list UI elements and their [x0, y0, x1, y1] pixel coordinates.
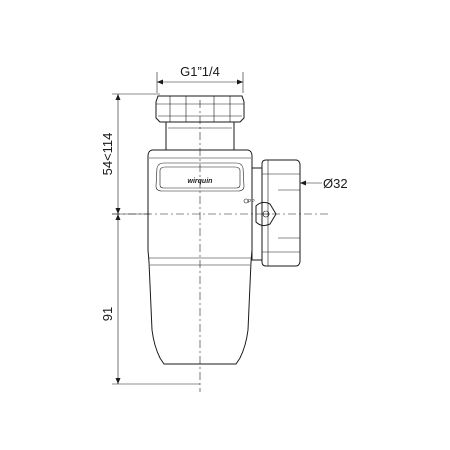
thread-label: G1”1/4	[180, 64, 220, 79]
outlet-clip	[255, 201, 277, 227]
material-marking: PP	[248, 199, 255, 205]
inlet-tube	[165, 122, 235, 150]
diameter-label: Ø32	[323, 176, 348, 191]
brand-logo: wirquin	[188, 178, 213, 185]
thread-dimension: G1”1/4	[156, 64, 244, 93]
outlet-nut	[251, 159, 301, 267]
marking-circle	[243, 198, 249, 204]
height-lower-label: 91	[100, 307, 115, 321]
height-dimensions: 54<114 91	[100, 93, 200, 385]
top-nut	[155, 95, 245, 123]
diameter-dimension: Ø32	[300, 176, 348, 191]
siphon-body: wirquin	[147, 149, 253, 365]
height-adjust-label: 54<114	[100, 133, 115, 176]
